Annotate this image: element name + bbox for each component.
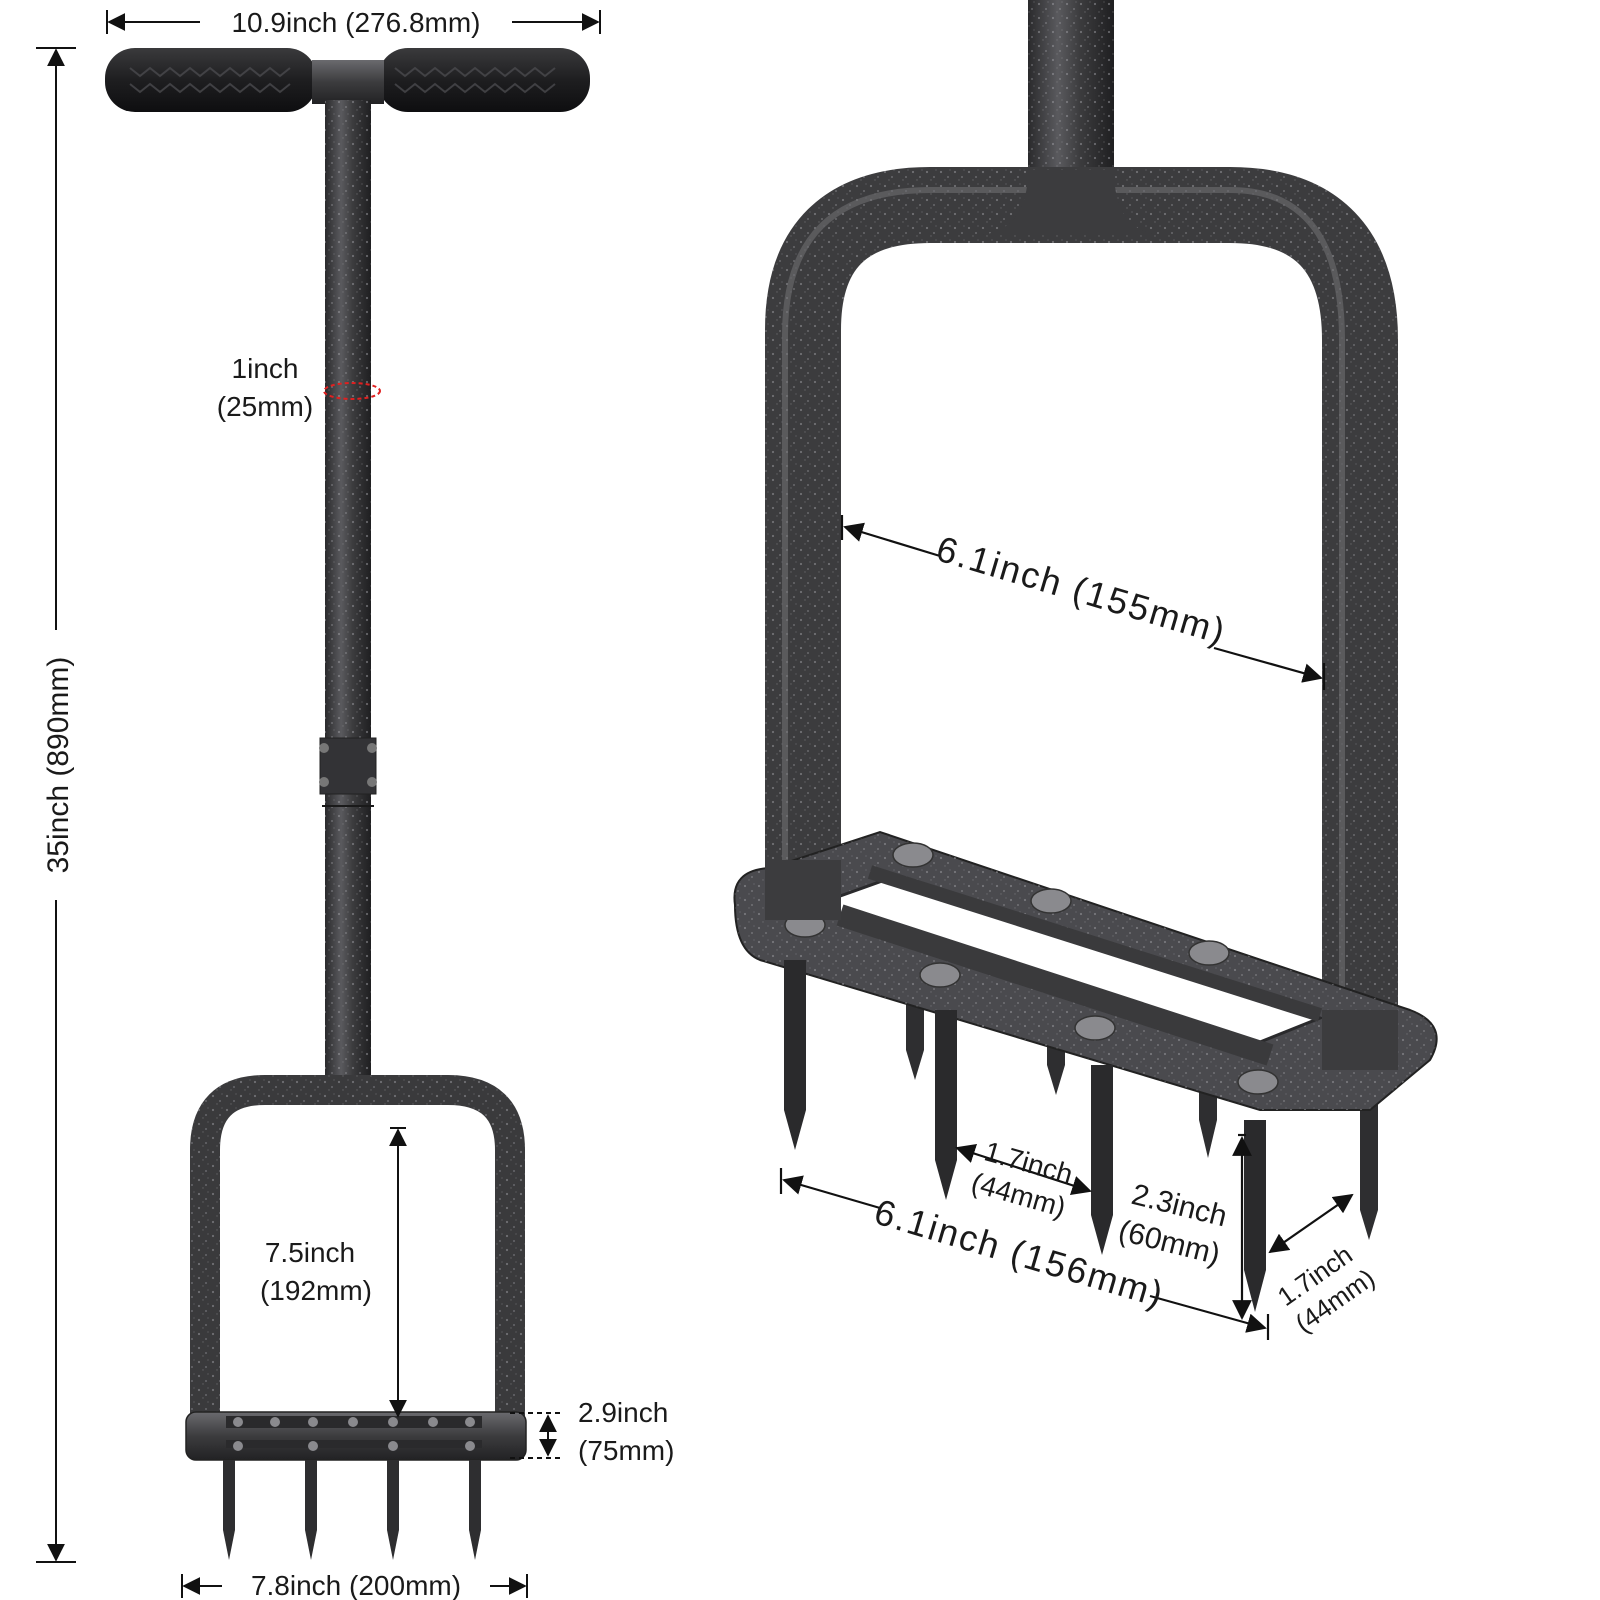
handle-crossbar [312, 60, 384, 104]
inner-width-label: 6.1inch (155mm) [932, 528, 1231, 653]
shaft-diameter-marker [323, 382, 381, 400]
base-rivets [233, 1417, 475, 1451]
shaft-diameter-label-in: 1inch [232, 353, 299, 384]
base-width-label: 7.8inch (200mm) [251, 1570, 461, 1600]
left-grip [105, 48, 317, 112]
full-tool-illustration [105, 48, 590, 1560]
shaft-diameter-label-mm: (25mm) [217, 391, 313, 422]
base-height-label-mm: (75mm) [578, 1435, 674, 1466]
frame-height-label-mm: (192mm) [260, 1275, 372, 1306]
tines [223, 1460, 481, 1560]
right-dimension-lines [779, 515, 1354, 1340]
grip-texture [129, 66, 556, 94]
right-grip [378, 48, 590, 112]
frame-height-label-in: 7.5inch [265, 1237, 355, 1268]
handle-width-label: 10.9inch (276.8mm) [231, 7, 480, 38]
closeup-illustration [733, 0, 1438, 1312]
left-dimension-lines [36, 10, 601, 1598]
total-height-label: 35inch (890mm) [42, 657, 75, 874]
u-frame [190, 1075, 525, 1440]
base-height-label-in: 2.9inch [578, 1397, 668, 1428]
shaft-joint [319, 737, 377, 795]
